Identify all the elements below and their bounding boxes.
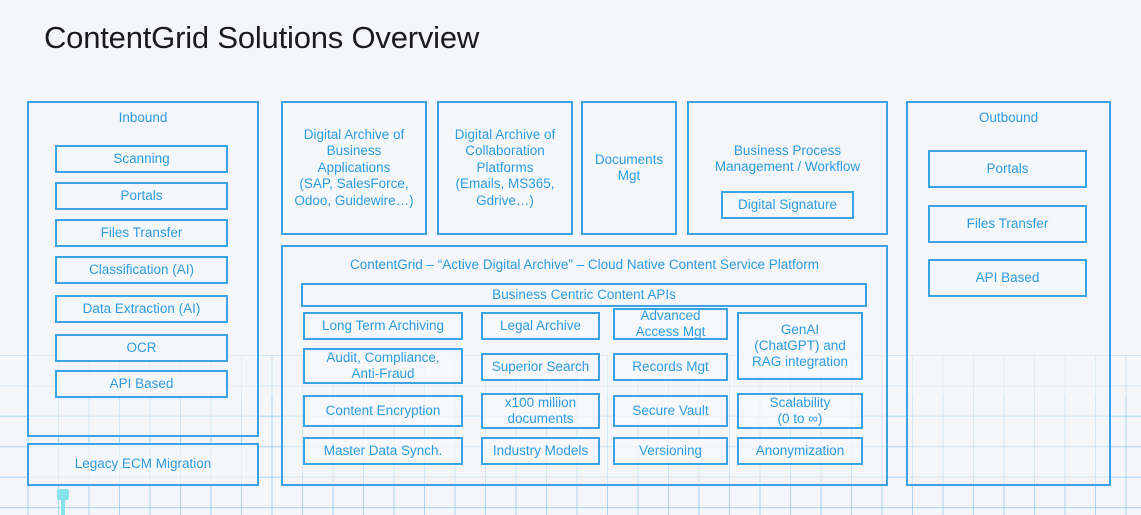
- legacy-ecm-migration-label: Legacy ECM Migration: [74, 456, 212, 472]
- outbound-item-portals[interactable]: Portals: [928, 150, 1087, 188]
- feature-label: Industry Models: [492, 443, 589, 458]
- outbound-item-label: Portals: [986, 161, 1029, 176]
- feature-secure-vault[interactable]: Secure Vault: [613, 395, 728, 427]
- inbound-item-scanning[interactable]: Scanning: [55, 145, 228, 173]
- digital-signature-label: Digital Signature: [737, 197, 838, 212]
- feature-label: Advanced Access Mgt: [635, 308, 706, 339]
- feature-anonymization[interactable]: Anonymization: [737, 437, 863, 465]
- inbound-item-label: Files Transfer: [100, 225, 183, 240]
- documents-mgt-label: Documents Mgt: [594, 151, 664, 184]
- documents-mgt-box[interactable]: Documents Mgt: [581, 101, 677, 235]
- feature-label: Legal Archive: [499, 318, 582, 333]
- feature-content-encryption[interactable]: Content Encryption: [303, 395, 463, 427]
- digital-archive-business-applications-box[interactable]: Digital Archive of Business Applications…: [281, 101, 427, 235]
- inbound-item-label: Scanning: [113, 151, 170, 166]
- outbound-item-label: API Based: [975, 270, 1040, 285]
- outbound-item-label: Files Transfer: [966, 216, 1049, 231]
- contentgrid-title: ContentGrid – “Active Digital Archive” –…: [350, 257, 819, 272]
- business-centric-content-apis-label: Business Centric Content APIs: [492, 287, 676, 302]
- feature-scalability[interactable]: Scalability (0 to ∞): [737, 393, 863, 429]
- inbound-item-data-extraction-ai[interactable]: Data Extraction (AI): [55, 295, 228, 323]
- inbound-item-classification-ai[interactable]: Classification (AI): [55, 256, 228, 284]
- inbound-item-label: Portals: [120, 188, 163, 203]
- feature-label: Master Data Synch.: [323, 443, 443, 458]
- inbound-item-label: OCR: [126, 340, 157, 355]
- business-process-management-label: Business Process Management / Workflow: [714, 143, 861, 174]
- digital-archive-business-applications-label: Digital Archive of Business Applications…: [294, 126, 414, 208]
- digital-archive-collaboration-platforms-box[interactable]: Digital Archive of Collaboration Platfor…: [437, 101, 573, 235]
- digital-archive-collaboration-platforms-label: Digital Archive of Collaboration Platfor…: [454, 126, 556, 208]
- feature-label: Audit, Compliance, Anti-Fraud: [326, 350, 440, 381]
- feature-label: Secure Vault: [632, 403, 709, 418]
- feature-superior-search[interactable]: Superior Search: [481, 353, 600, 381]
- feature-label: Long Term Archiving: [321, 318, 445, 333]
- feature-audit-compliance-anti-fraud[interactable]: Audit, Compliance, Anti-Fraud: [303, 348, 463, 384]
- feature-legal-archive[interactable]: Legal Archive: [481, 312, 600, 340]
- digital-signature-box[interactable]: Digital Signature: [721, 191, 854, 219]
- inbound-item-label: Classification (AI): [88, 262, 195, 277]
- feature-advanced-access-mgt[interactable]: Advanced Access Mgt: [613, 308, 728, 340]
- feature-x100-million-documents[interactable]: x100 miliion documents: [481, 393, 600, 429]
- outbound-title: Outbound: [978, 110, 1039, 125]
- inbound-item-ocr[interactable]: OCR: [55, 334, 228, 362]
- inbound-title: Inbound: [118, 110, 168, 125]
- inbound-item-portals[interactable]: Portals: [55, 182, 228, 210]
- feature-label: x100 miliion documents: [504, 395, 577, 426]
- feature-label: Superior Search: [491, 359, 590, 374]
- legacy-ecm-migration-box[interactable]: Legacy ECM Migration: [27, 443, 259, 486]
- outbound-item-files-transfer[interactable]: Files Transfer: [928, 205, 1087, 243]
- feature-label: Versioning: [638, 443, 703, 458]
- feature-versioning[interactable]: Versioning: [613, 437, 728, 465]
- inbound-item-files-transfer[interactable]: Files Transfer: [55, 219, 228, 247]
- feature-industry-models[interactable]: Industry Models: [481, 437, 600, 465]
- inbound-item-label: Data Extraction (AI): [82, 301, 201, 316]
- feature-records-mgt[interactable]: Records Mgt: [613, 353, 728, 381]
- outbound-item-api-based[interactable]: API Based: [928, 259, 1087, 297]
- inbound-item-label: API Based: [109, 376, 174, 391]
- inbound-item-api-based[interactable]: API Based: [55, 370, 228, 398]
- connector-line: [61, 492, 65, 515]
- feature-master-data-synch[interactable]: Master Data Synch.: [303, 437, 463, 465]
- feature-label: Content Encryption: [325, 403, 441, 418]
- feature-label: Anonymization: [755, 443, 845, 458]
- feature-long-term-archiving[interactable]: Long Term Archiving: [303, 312, 463, 340]
- feature-label: Scalability (0 to ∞): [769, 395, 831, 426]
- page-title: ContentGrid Solutions Overview: [44, 20, 480, 55]
- feature-label: Records Mgt: [632, 359, 709, 374]
- business-centric-content-apis-bar[interactable]: Business Centric Content APIs: [301, 283, 867, 307]
- feature-label: GenAI (ChatGPT) and RAG integration: [751, 322, 849, 369]
- feature-genai-chatgpt-rag[interactable]: GenAI (ChatGPT) and RAG integration: [737, 312, 863, 380]
